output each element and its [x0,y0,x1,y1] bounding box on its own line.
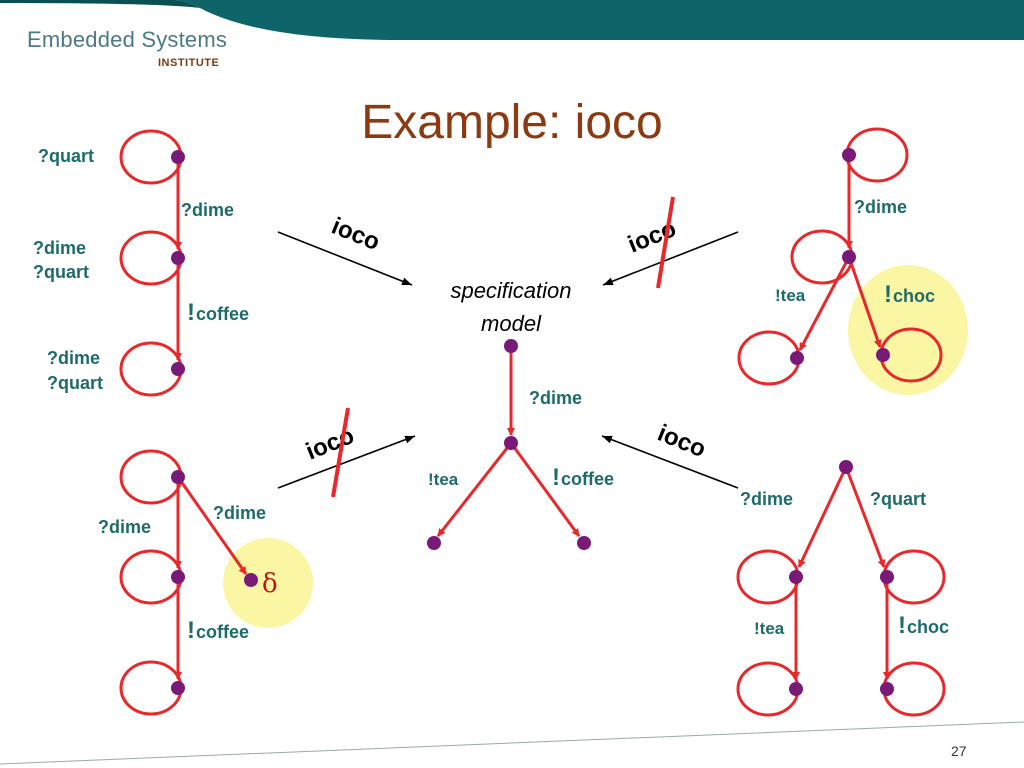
m1-node-1 [171,150,185,164]
m4-label-choc-bang: ! [898,612,906,639]
m3-label-coffee: coffee [196,622,249,642]
m2-edge-tea [798,256,851,351]
m4-edge-dime [797,466,848,568]
ioco-label-top-left: ioco [328,213,384,257]
m3-label-delta: δ [262,569,278,599]
m1-node-2 [171,251,185,265]
spec-label-coffee-bang: ! [552,464,560,491]
spec-label-dime: ?dime [529,388,582,408]
m2-node-3 [790,351,804,365]
m2-node-4 [876,348,890,362]
header-banner [0,0,1024,40]
spec-label-line2: model [481,311,542,336]
spec-label-tea: !tea [428,470,459,489]
m4-label-choc: choc [907,617,949,637]
ioco-label-bottom-left: ioco [302,422,358,466]
m3-label-coffee-bang: ! [187,617,195,644]
delta-highlight [223,538,313,628]
m1-label-dime3: ?dime [47,348,100,368]
m4-node-5 [880,682,894,696]
m3-node-3 [171,681,185,695]
spec-edge-tea [436,442,513,537]
spec-label-coffee: coffee [561,469,614,489]
ioco-label-bottom-right: ioco [654,420,710,464]
m2-node-1 [842,148,856,162]
m4-label-tea: !tea [754,619,785,638]
m2-label-choc-bang: ! [884,281,892,308]
m3-edge-dime-delta [176,476,248,575]
page-number: 27 [951,743,967,759]
m1-label-quart3: ?quart [47,373,103,393]
ioco-label-top-right: ioco [624,215,680,259]
arrow-m4-to-spec [601,435,739,489]
arrow-m1-to-spec [277,231,413,286]
spec-node-1 [504,339,518,353]
m4-node-2 [789,570,803,584]
strike-top-right [656,196,675,289]
spec-node-2 [504,436,518,450]
m2-label-choc: choc [893,286,935,306]
m3-node-1 [171,470,185,484]
strike-bottom-left [331,407,350,498]
m1-label-quart: ?quart [38,146,94,166]
logo-subtitle: INSTITUTE [158,57,220,69]
slide-title: Example: ioco [361,96,663,149]
m3-label-dime: ?dime [213,503,266,523]
m2-label-tea: !tea [775,286,806,305]
m4-node-3 [880,570,894,584]
arrow-m2-to-spec [602,231,739,286]
footer-divider [0,721,1024,765]
m1-label-coffee-bang: ! [187,299,195,326]
spec-node-3 [427,536,441,550]
m2-edge-choc [847,256,882,348]
m3-node-2 [171,570,185,584]
spec-node-4 [577,536,591,550]
m4-label-quart: ?quart [870,489,926,509]
m4-node-4 [789,682,803,696]
spec-label-line1: specification [450,278,571,303]
m2-label-dime: ?dime [854,197,907,217]
m1-label-coffee: coffee [196,304,249,324]
m1-label-dime: ?dime [181,200,234,220]
m3-label-dime-loop: ?dime [98,517,151,537]
m1-node-3 [171,362,185,376]
m4-label-dime: ?dime [740,489,793,509]
m3-node-delta [244,573,258,587]
arrow-m3-to-spec [277,435,416,489]
m4-edge-quart [844,466,886,568]
m4-node-1 [839,460,853,474]
spec-edge-coffee [509,442,581,537]
logo-title: Embedded Systems [27,27,228,52]
m1-label-quart2: ?quart [33,262,89,282]
m2-node-2 [842,250,856,264]
m1-label-dime2: ?dime [33,238,86,258]
